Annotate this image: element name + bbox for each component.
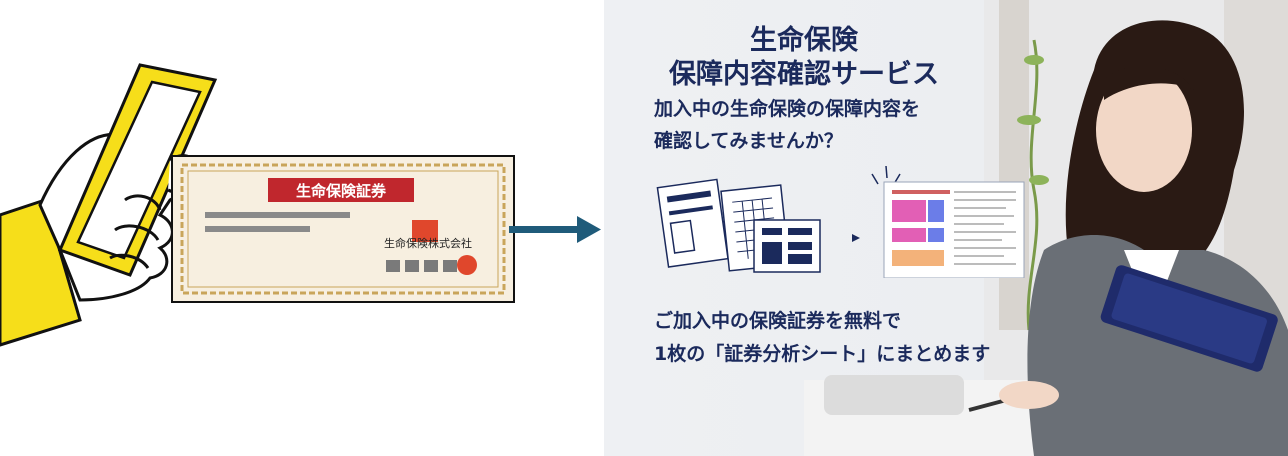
- arrow-right-icon: [509, 216, 601, 243]
- service-panel: 生命保険 保障内容確認サービス 加入中の生命保険の保障内容を 確認してみませんか…: [604, 0, 1288, 456]
- document-icon: [656, 178, 729, 268]
- service-title-line2: 保障内容確認サービス: [669, 59, 939, 90]
- description-line2: 1枚の「証券分析シート」にまとめます: [654, 343, 991, 365]
- service-title-line1: 生命保険: [750, 25, 858, 56]
- certificate-heading: 生命保険証券: [296, 182, 387, 200]
- analysis-sheet-icon: [883, 181, 1025, 278]
- form-document-icon: [753, 219, 821, 273]
- smartphone-icon: [57, 63, 218, 277]
- subtitle-line1: 加入中の生命保険の保障内容を: [654, 98, 921, 120]
- description-line1: ご加入中の保険証券を無料で: [654, 310, 902, 332]
- insurance-certificate: 生命保険証券 生命保険株式会社: [171, 155, 515, 303]
- company-name: 生命保険株式会社: [384, 236, 472, 250]
- documents-to-sheet-illustration: [656, 165, 1025, 278]
- sleeve: [0, 198, 82, 347]
- insurance-certificate-illustration: 生命保険証券 生命保険株式会社: [0, 63, 515, 347]
- subtitle-line2: 確認してみませんか？: [654, 130, 843, 152]
